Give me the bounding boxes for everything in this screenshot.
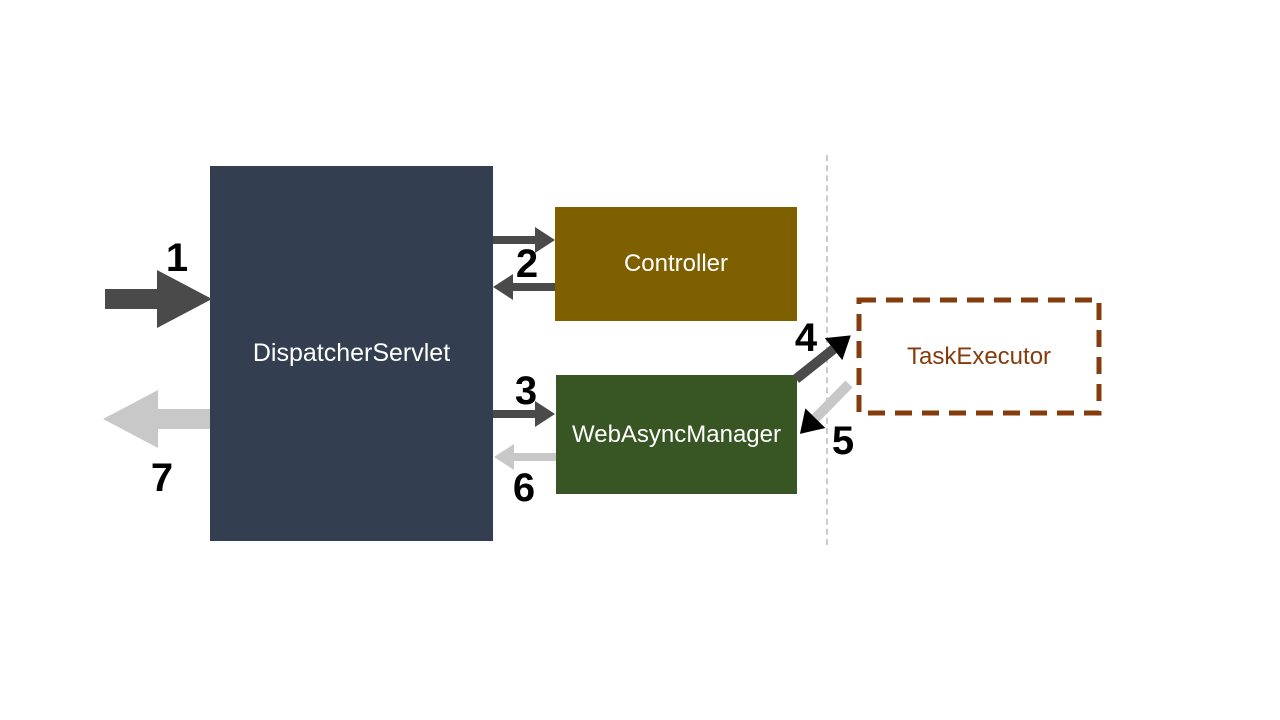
step-7-arrow-left-icon (103, 390, 210, 448)
node-controller-label: Controller (623, 250, 729, 277)
arrow-head (103, 390, 158, 448)
arrow-shaft (811, 380, 853, 422)
node-controller: Controller (555, 207, 797, 321)
step-6-arrow-left-icon (494, 444, 556, 470)
step-2-arrow-right-icon (493, 227, 555, 253)
node-web-async-manager-label: WebAsyncManager (572, 420, 781, 448)
arrow-shaft (514, 453, 556, 461)
step-1-label: 1 (165, 236, 189, 280)
arrow-head (157, 270, 212, 328)
step-3-label: 3 (514, 369, 538, 413)
arrow-shaft (158, 409, 210, 429)
arrow-head (535, 227, 555, 253)
step-4-label: 4 (794, 316, 818, 360)
step-2-label: 2 (515, 242, 539, 286)
step-2-arrow-left-icon (493, 274, 555, 300)
dashed-border-rect (856, 297, 1102, 416)
step-6-label: 6 (512, 466, 536, 510)
step-1-arrow-right-icon (105, 270, 212, 328)
arrow-shaft (493, 410, 535, 418)
arrow-head (535, 401, 555, 427)
arrow-head (493, 274, 513, 300)
arrow-head (494, 444, 514, 470)
arrow-shaft (513, 283, 555, 291)
node-web-async-manager: WebAsyncManager (556, 375, 797, 494)
node-task-executor-label: TaskExecutor (906, 342, 1052, 370)
node-task-executor: TaskExecutor (856, 297, 1102, 416)
step-7-label: 7 (150, 456, 174, 500)
arrow-shaft (493, 236, 535, 244)
node-dispatcher-servlet: DispatcherServlet (210, 166, 493, 541)
node-dispatcher-servlet-label: DispatcherServlet (252, 339, 451, 367)
arrow-shaft (105, 289, 157, 309)
step-5-label: 5 (831, 419, 855, 463)
step-3-arrow-right-icon (493, 401, 555, 427)
